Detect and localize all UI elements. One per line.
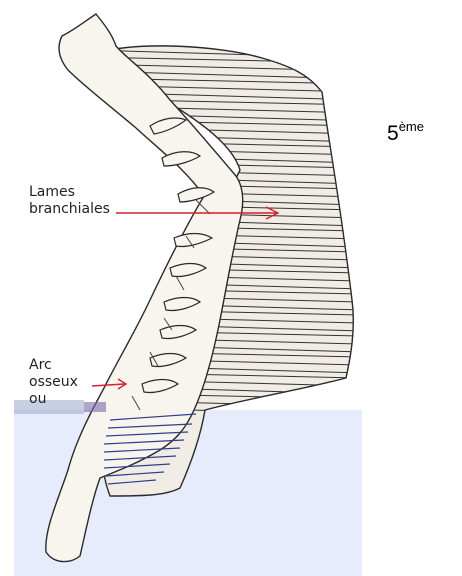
arc-label-line1: Arc	[29, 357, 78, 374]
lames-label-line1: Lames	[29, 184, 110, 201]
arc-label-line2: osseux	[29, 374, 78, 391]
arc-label: Arc osseux ou	[29, 357, 78, 408]
arch-ordinal-label: 5ème	[387, 119, 424, 146]
arch-ordinal-suffix: ème	[399, 119, 424, 134]
arc-label-line3: ou	[29, 391, 78, 408]
arch-ordinal-number: 5	[387, 122, 399, 145]
lames-label: Lames branchiales	[29, 184, 110, 218]
lames-label-line2: branchiales	[29, 201, 110, 218]
